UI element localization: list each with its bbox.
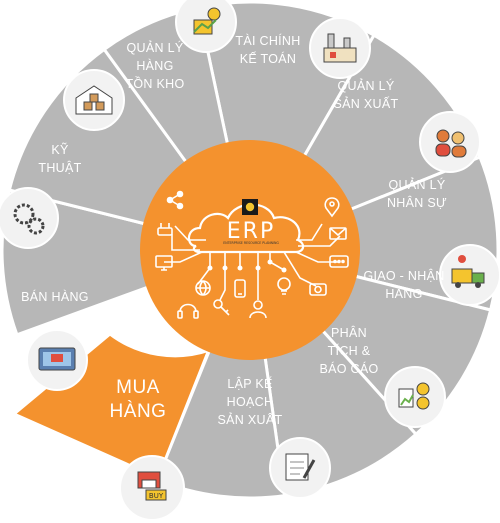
share-icon [166,190,184,210]
cloud-icon [187,203,305,254]
monitor-icon [155,255,173,271]
warehouse-icon-art [75,85,113,115]
finance-icon-art [193,7,221,35]
delivery-truck-icon-art [451,255,485,288]
logo-text: ERP [227,219,275,244]
circuit-nodes [207,259,287,273]
svg-text:BUY: BUY [149,492,164,500]
logo-sun-icon [245,202,255,212]
globe-icon [195,280,211,296]
phone-icon [234,279,246,298]
circuit-lines [164,223,341,301]
planning-icon-art [285,453,316,481]
online-shop-icon-art [38,347,76,371]
user-icon [249,300,267,319]
logo-subtitle: ENTERPRISE RESOURCE PLANNING [223,241,279,245]
buy-store-icon-art: BUY [137,471,167,501]
gears-icon [0,187,59,249]
erp-hub: ERP ENTERPRISE RESOURCE PLANNING [140,140,360,360]
hub-circle [140,140,360,360]
factory-icon-art [323,33,357,63]
report-chart-icon [384,366,446,428]
headset-icon [177,303,199,319]
key-icon [213,299,230,316]
people-icon [419,111,481,173]
chat-icon [329,255,349,268]
label-ban-hang: BÁN HÀNG [21,289,89,304]
router-icon [157,223,173,236]
gears-icon-art [13,203,45,235]
location-pin-icon [324,197,340,218]
bulb-icon [277,277,291,295]
segment-mua-hang[interactable] [11,332,215,481]
mail-icon [329,227,347,240]
people-icon-art [435,129,467,158]
camera-icon [309,283,327,296]
report-chart-icon-art [398,382,430,410]
